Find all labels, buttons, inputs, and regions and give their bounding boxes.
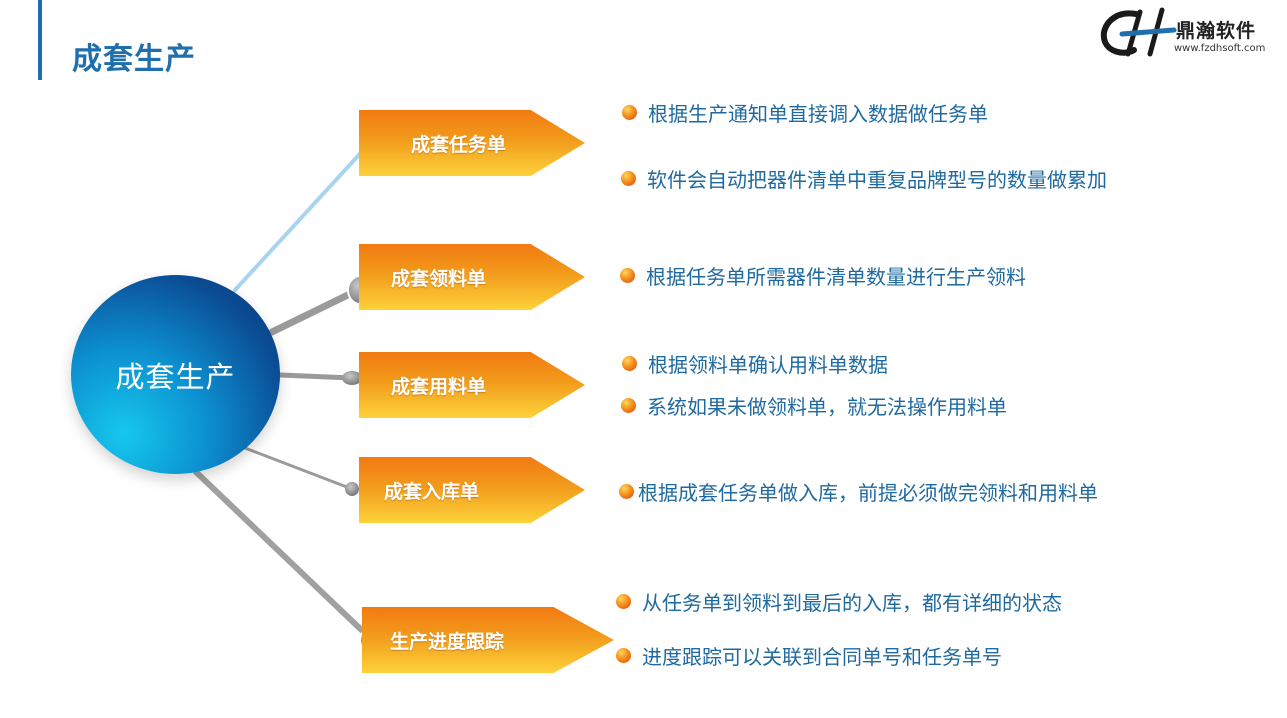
bullet-dot-icon [621, 171, 636, 186]
bullet-text: 从任务单到领料到最后的入库，都有详细的状态 [642, 591, 1062, 615]
bullet-text: 软件会自动把器件清单中重复品牌型号的数量做累加 [647, 168, 1107, 192]
bullet-dot-icon [622, 356, 637, 371]
branch-arrow-material-requisition: 成套领料单 [359, 244, 585, 310]
bullet-item: 系统如果未做领料单，就无法操作用料单 [621, 391, 1007, 420]
bullet-item: 根据生产通知单直接调入数据做任务单 [622, 98, 988, 127]
bullet-text: 根据领料单确认用料单数据 [648, 353, 888, 377]
connector-line-2 [268, 286, 362, 336]
title-accent-bar [38, 0, 42, 80]
logo-company-name: 鼎瀚软件 [1176, 20, 1257, 42]
logo-website: www.fzdhsoft.com [1174, 43, 1266, 54]
company-logo: 鼎瀚软件 www.fzdhsoft.com [1100, 6, 1275, 58]
bullet-item: 根据领料单确认用料单数据 [622, 349, 888, 378]
bullet-text: 根据任务单所需器件清单数量进行生产领料 [646, 265, 1026, 289]
bullet-item: 从任务单到领料到最后的入库，都有详细的状态 [616, 587, 1062, 616]
bullet-dot-icon [619, 484, 634, 499]
bullet-dot-icon [622, 105, 637, 120]
center-hub: 成套生产 [71, 275, 280, 474]
connector-knob-3 [342, 371, 362, 385]
branch-label: 成套领料单 [391, 267, 487, 290]
bullet-item: 进度跟踪可以关联到合同单号和任务单号 [616, 641, 1002, 670]
branch-label: 成套用料单 [391, 375, 487, 398]
connector-line-5 [193, 469, 375, 643]
bullet-dot-icon [616, 648, 631, 663]
connector-knob-4 [345, 482, 359, 496]
branch-arrow-task-order: 成套任务单 [359, 110, 585, 176]
connector-line-1 [233, 143, 370, 292]
bullet-dot-icon [621, 398, 636, 413]
branch-label: 生产进度跟踪 [390, 630, 505, 653]
bullet-item: 软件会自动把器件清单中重复品牌型号的数量做累加 [621, 164, 1107, 193]
bullet-text: 根据成套任务单做入库，前提必须做完领料和用料单 [638, 481, 1098, 505]
branch-arrow-progress-tracking: 生产进度跟踪 [362, 607, 614, 673]
bullet-text: 根据生产通知单直接调入数据做任务单 [648, 102, 988, 126]
branch-label: 成套任务单 [411, 133, 507, 156]
bullet-dot-icon [616, 594, 631, 609]
branch-arrow-material-usage: 成套用料单 [359, 352, 585, 418]
bullet-text: 进度跟踪可以关联到合同单号和任务单号 [642, 645, 1002, 669]
center-hub-label: 成套生产 [115, 359, 236, 394]
connector-line-3 [277, 372, 355, 381]
page-title: 成套生产 [72, 42, 196, 77]
logo-mark-icon [1100, 7, 1177, 57]
bullet-dot-icon [620, 268, 635, 283]
branch-label: 成套入库单 [384, 480, 480, 503]
bullet-item: 根据任务单所需器件清单数量进行生产领料 [620, 261, 1026, 290]
connector-line-4 [243, 446, 354, 491]
branch-arrow-warehouse-receipt: 成套入库单 [359, 457, 585, 523]
bullet-text: 系统如果未做领料单，就无法操作用料单 [647, 395, 1007, 419]
bullet-item: 根据成套任务单做入库，前提必须做完领料和用料单 [619, 477, 1098, 506]
